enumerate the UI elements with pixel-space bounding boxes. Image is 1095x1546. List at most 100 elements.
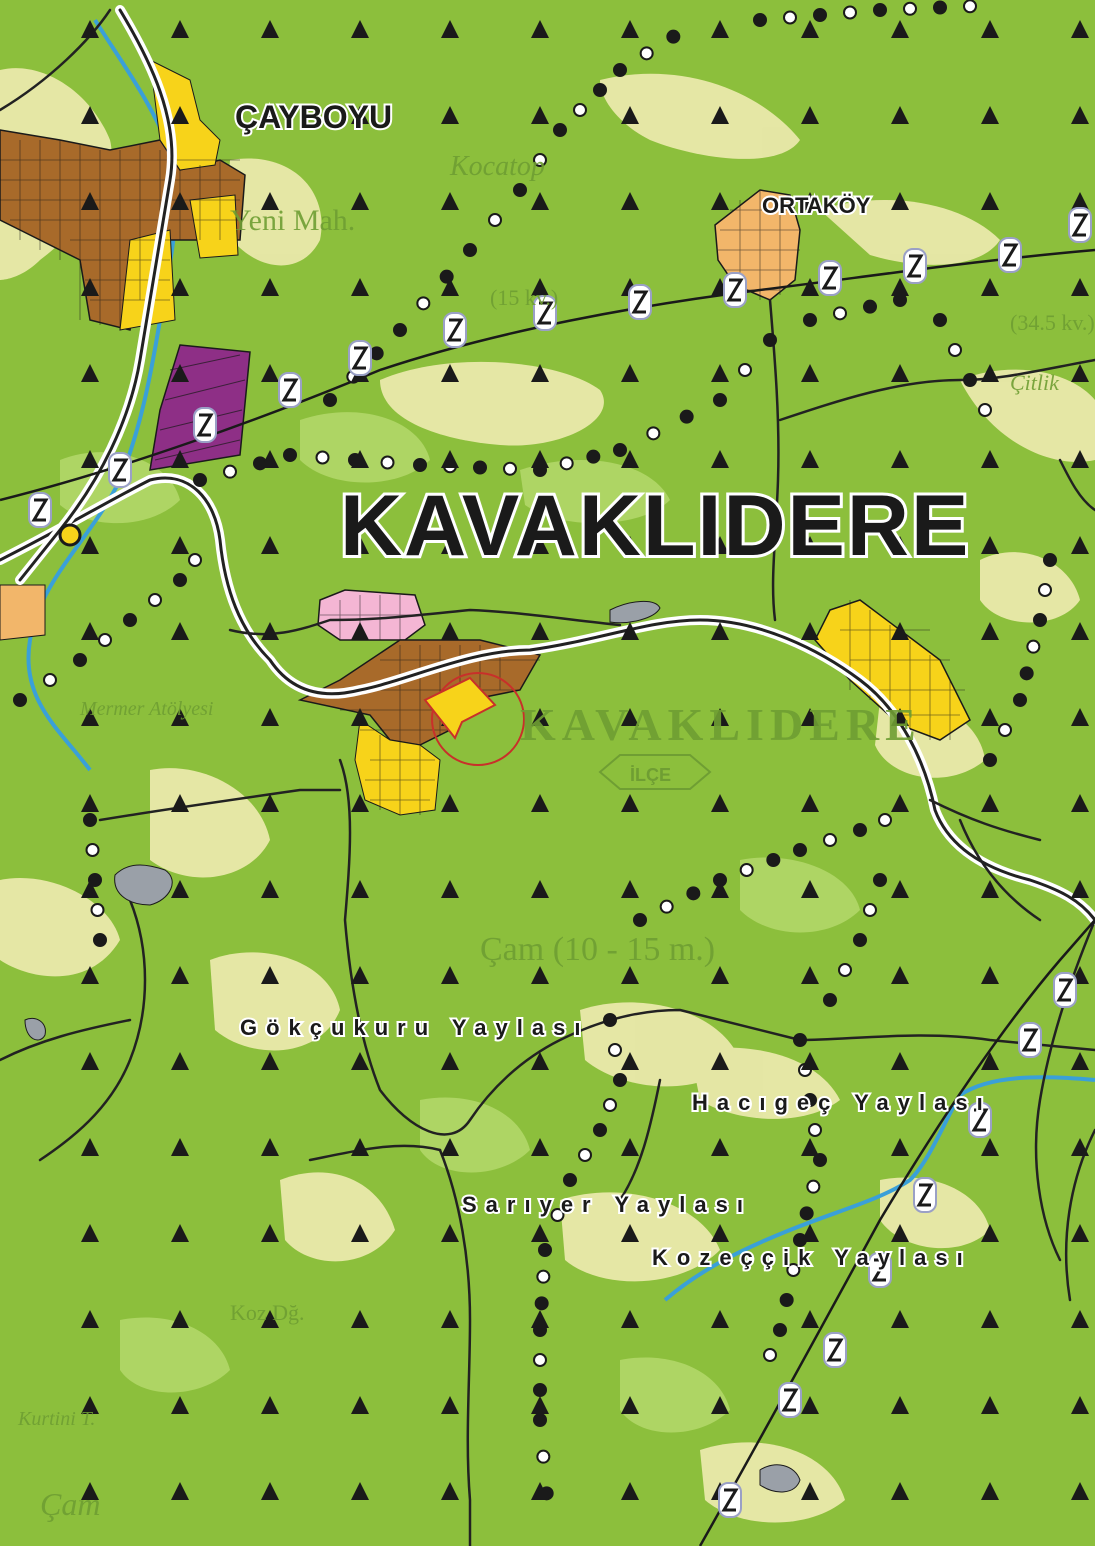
trail-dot (863, 299, 877, 314)
trail-dot (738, 363, 752, 377)
trail-dot (963, 0, 977, 14)
power-symbol (717, 1481, 743, 1519)
trail-dot (73, 653, 87, 667)
trail-dot (833, 306, 847, 321)
power-symbol (722, 271, 748, 309)
trail-dot (843, 5, 857, 20)
trail-dot (148, 593, 162, 607)
yayla-labels: Gökçukuru Yaylası Hacıgeç Yaylası Sarıye… (238, 1013, 992, 1272)
trail-dot (13, 693, 27, 707)
faded-labels: KAVAKLIDERE Yeni Mah. Çam (10 - 15 m.) Ç… (17, 151, 1095, 1522)
trail-dot (323, 393, 337, 407)
power-symbol (1052, 971, 1078, 1009)
trail-dot (578, 1148, 592, 1162)
trail-dot (659, 899, 674, 914)
trail-dot (933, 0, 947, 15)
trail-dot (903, 1, 917, 16)
trail-dot (933, 313, 947, 327)
trail-dot (533, 1413, 547, 1427)
power-symbol (627, 283, 653, 321)
trail-dot (873, 3, 887, 17)
faded-label-power-345: (34.5 kv.) (1010, 310, 1095, 335)
trail-dot (998, 723, 1012, 737)
junction-marker (58, 523, 82, 547)
trail-dot (593, 83, 607, 97)
trail-dot (393, 323, 407, 337)
trail-dot (963, 373, 977, 387)
trail-dot (463, 243, 477, 257)
trail-dot (563, 1173, 577, 1187)
location-marker (423, 672, 525, 766)
trail-dot (786, 1263, 801, 1277)
yayla-label-kozeccik: Kozeççik Yaylası (652, 1245, 972, 1270)
trail-dot (639, 46, 654, 61)
faded-label-cam-height: Çam (10 - 15 m.) (480, 931, 715, 968)
trail-dot (613, 443, 627, 457)
light-forest-patches (60, 412, 860, 1433)
trail-dot (983, 753, 997, 767)
trail-dot (603, 1098, 617, 1112)
power-symbol (347, 339, 373, 377)
trail-dot (948, 343, 962, 357)
trail-dot (85, 843, 100, 857)
power-symbol (27, 491, 53, 529)
trail-dot (173, 573, 187, 587)
power-symbol (997, 236, 1023, 274)
trail-dot (813, 1153, 827, 1167)
trail-dot (793, 843, 807, 857)
trail-dot (550, 1208, 565, 1222)
trail-dot (488, 213, 502, 227)
trail-dot (799, 1206, 814, 1221)
trail-dot (416, 296, 431, 311)
trail-dot (473, 460, 487, 475)
trail-dot (686, 886, 701, 901)
trail-dot (93, 933, 107, 947)
trail-dot (315, 450, 330, 465)
trail-dot (873, 873, 887, 887)
settlement-label-caybuyu: ÇAYBOYU (235, 99, 392, 135)
trail-dot (283, 448, 297, 462)
yayla-label-haciger: Hacıgeç Yaylası (692, 1090, 992, 1115)
trail-dot (753, 13, 767, 27)
power-symbol (277, 371, 303, 409)
settlement-west-orange (0, 584, 46, 641)
trail-dot (613, 63, 627, 77)
trail-dot (538, 1243, 552, 1257)
quarry-marks (24, 601, 801, 1493)
faded-label-cam-bottom: Çam (40, 1486, 100, 1522)
power-symbol (777, 1381, 803, 1419)
trail-dot (369, 346, 384, 361)
trail-dot (123, 613, 137, 627)
trail-dot (823, 833, 837, 847)
trail-dot (1013, 693, 1027, 707)
district-badge: İLÇE (598, 754, 712, 790)
trail-dot (573, 103, 587, 117)
trail-dot (813, 8, 827, 22)
trail-dot (43, 673, 57, 687)
trail-dot (646, 426, 661, 441)
trail-dot (823, 993, 837, 1007)
trail-dot (380, 455, 395, 470)
trail-dot (533, 1383, 547, 1397)
trail-dot (593, 1123, 607, 1137)
trail-dot (559, 456, 574, 471)
trail-dot (679, 409, 694, 424)
power-symbol (912, 1176, 938, 1214)
trail-dot (773, 1323, 787, 1337)
industrial-hatch (154, 354, 246, 461)
trail-dot (853, 823, 867, 837)
trail-dot (763, 333, 777, 347)
power-line-south (698, 919, 1095, 1546)
power-symbol (902, 247, 928, 285)
trail-dot (666, 29, 681, 44)
trail-dot (1038, 583, 1052, 597)
trail-dot (413, 458, 427, 472)
faded-label-kavaklidere: KAVAKLIDERE (520, 699, 922, 750)
trail-dot (513, 183, 527, 197)
trail-dot (878, 813, 892, 827)
faded-label-mermer: Mermer Atölyesi (79, 698, 214, 720)
trail-dot (808, 1123, 822, 1137)
trail-dot (863, 903, 877, 917)
power-symbol (107, 451, 133, 489)
